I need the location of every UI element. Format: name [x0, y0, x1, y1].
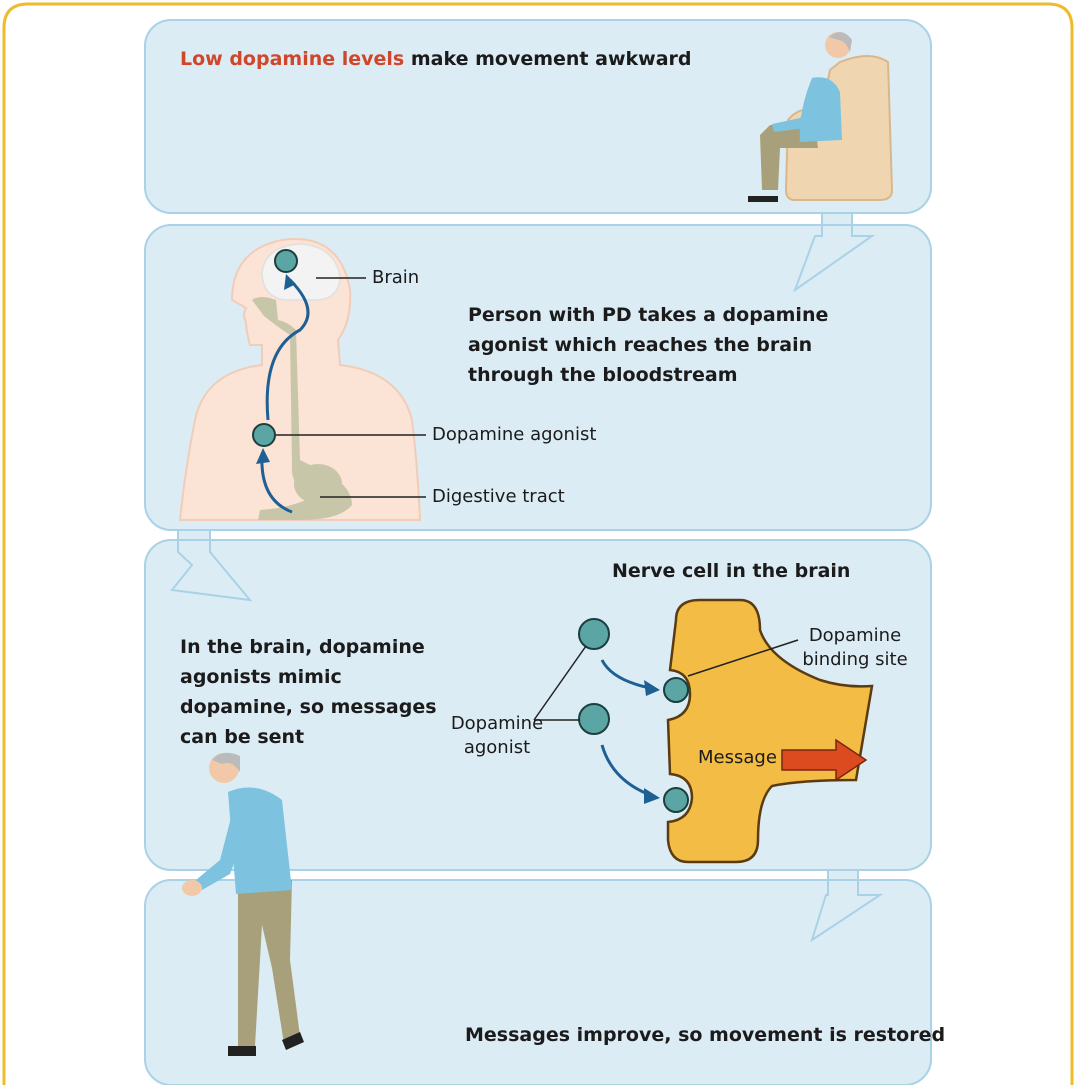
panel1-heading-rest: make movement awkward [404, 48, 691, 70]
panel2-description: Person with PD takes a dopamine agonist … [468, 300, 868, 390]
free-agonist-upper [579, 619, 609, 649]
panel1-heading: Low dopamine levels make movement awkwar… [180, 44, 691, 74]
bound-agonist-upper [664, 678, 688, 702]
agonist-molecule-brain [275, 250, 297, 272]
binding-site-label: Dopamine binding site [800, 624, 910, 672]
dopamine-agonist-label: Dopamine agonist [432, 423, 596, 447]
stomach [294, 464, 342, 504]
panel1-heading-highlight: Low dopamine levels [180, 48, 404, 70]
message-label: Message [698, 746, 777, 770]
agonist-molecule-body [253, 424, 275, 446]
seated-man-shoes [748, 196, 778, 202]
panel4-description: Messages improve, so movement is restore… [465, 1020, 945, 1050]
panel3-title: Nerve cell in the brain [612, 556, 850, 586]
bound-agonist-lower [664, 788, 688, 812]
digestive-tract-label: Digestive tract [432, 485, 565, 509]
panel3-description: In the brain, dopamine agonists mimic do… [180, 632, 450, 752]
walking-man-hand [182, 880, 202, 896]
free-agonist-label: Dopamine agonist [444, 712, 550, 760]
brain-label: Brain [372, 266, 419, 290]
free-agonist-lower [579, 704, 609, 734]
